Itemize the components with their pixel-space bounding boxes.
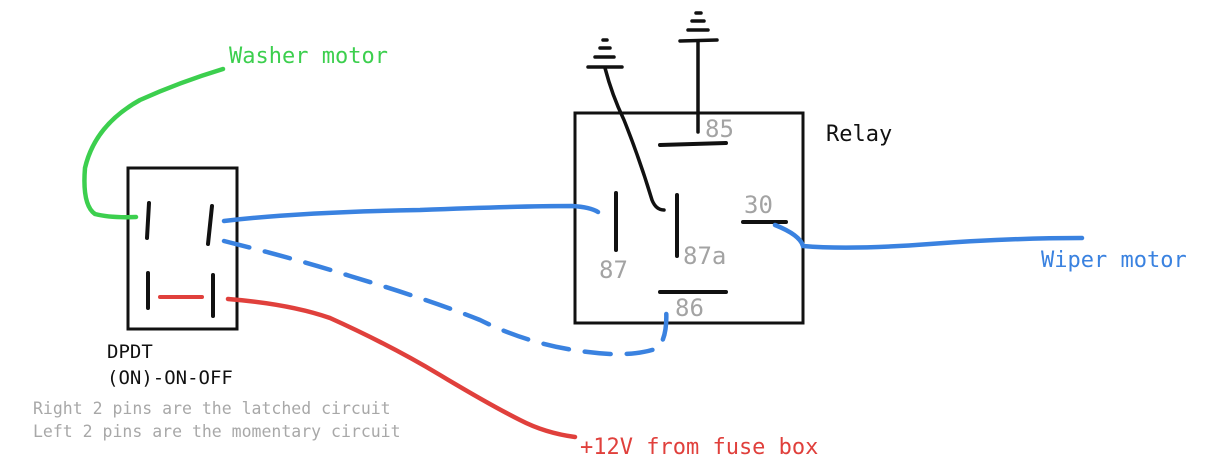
washer-motor-wire [82,66,226,220]
switch-contact-top-left [145,201,151,240]
ground-connections [586,11,719,212]
relay-pin-87a-label: 87a [683,242,727,270]
relay-30-to-wiper-wire [772,222,1085,250]
wiper-motor-label: Wiper motor [1041,248,1187,273]
note-left-pins: Left 2 pins are the momentary circuit [33,422,401,441]
fuse-box-wire [225,296,578,440]
relay-body [573,111,805,325]
relay-terminals [614,141,788,294]
relay-pin-30-label: 30 [744,191,773,219]
ground-symbol-left [586,38,624,69]
dpdt-switch-body [126,166,239,331]
ground-symbol-right [678,11,719,43]
switch-to-87-wire [221,203,601,224]
fuse-box-label: +12V from fuse box [580,435,819,460]
relay-pin-87-label: 87 [599,256,628,284]
relay-terminal-85 [658,141,728,147]
switch-type-label: DPDT [107,341,153,363]
relay-label: Relay [826,122,893,147]
relay-pin-86-label: 86 [675,294,704,322]
switch-to-86-dashed-wire [221,238,669,357]
note-right-pins: Right 2 pins are the latched circuit [33,399,391,418]
switch-contacts [145,201,215,318]
relay-pin-85-label: 85 [705,115,734,143]
ground-wire-87a [603,66,666,212]
washer-motor-label: Washer motor [229,44,388,69]
switch-mode-label: (ON)-ON-OFF [107,367,233,389]
switch-contact-top-right [206,204,214,246]
